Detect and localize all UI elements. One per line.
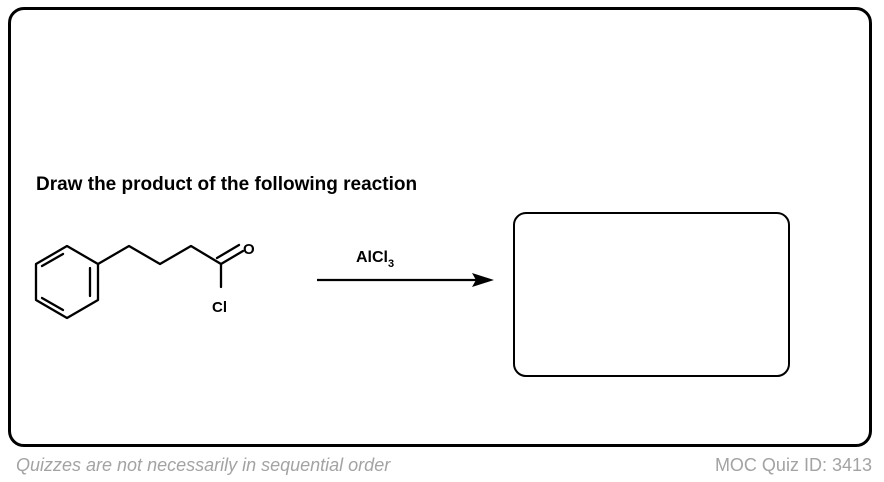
answer-box[interactable] [513, 212, 790, 377]
footer-note: Quizzes are not necessarily in sequentia… [16, 455, 391, 475]
question-text: Draw the product of the following reacti… [36, 174, 418, 195]
carbonyl-double-bond [215, 243, 241, 260]
reagent-label: AlCl3 [356, 249, 394, 270]
reagent-main: AlCl [356, 249, 388, 266]
chlorine-label: Cl [212, 299, 227, 316]
aromatic-bond [40, 296, 65, 312]
aromatic-bond [40, 252, 65, 268]
benzene-ring [34, 244, 100, 320]
carbonyl-double-bond [219, 249, 245, 266]
reaction-arrow-head [472, 273, 494, 287]
alkyl-chain [96, 244, 223, 266]
quiz-id: MOC Quiz ID: 3413 [714, 455, 872, 475]
oxygen-label: O [243, 241, 255, 258]
reagent-subscript: 3 [388, 258, 394, 270]
reactant-structure [34, 243, 245, 320]
